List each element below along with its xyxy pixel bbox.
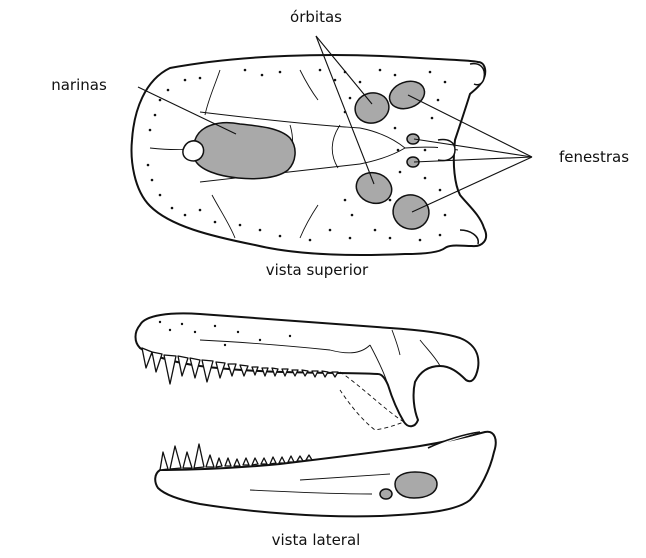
mandibular-foramen xyxy=(380,489,392,499)
caption-vista-superior: vista superior xyxy=(266,261,369,279)
narial-opening xyxy=(191,123,295,179)
label-fenestras: fenestras xyxy=(559,148,629,166)
skull-top-view xyxy=(132,55,487,255)
skull-lateral-upper-jaw xyxy=(136,313,479,430)
mandibular-fenestra xyxy=(395,472,437,498)
skull-lateral-lower-jaw xyxy=(155,432,496,517)
label-narinas: narinas xyxy=(51,76,107,94)
label-orbitas: órbitas xyxy=(290,8,342,26)
upper-jaw-outline xyxy=(136,313,479,426)
caption-vista-lateral: vista lateral xyxy=(272,531,361,549)
lower-jaw-outline xyxy=(155,432,496,517)
